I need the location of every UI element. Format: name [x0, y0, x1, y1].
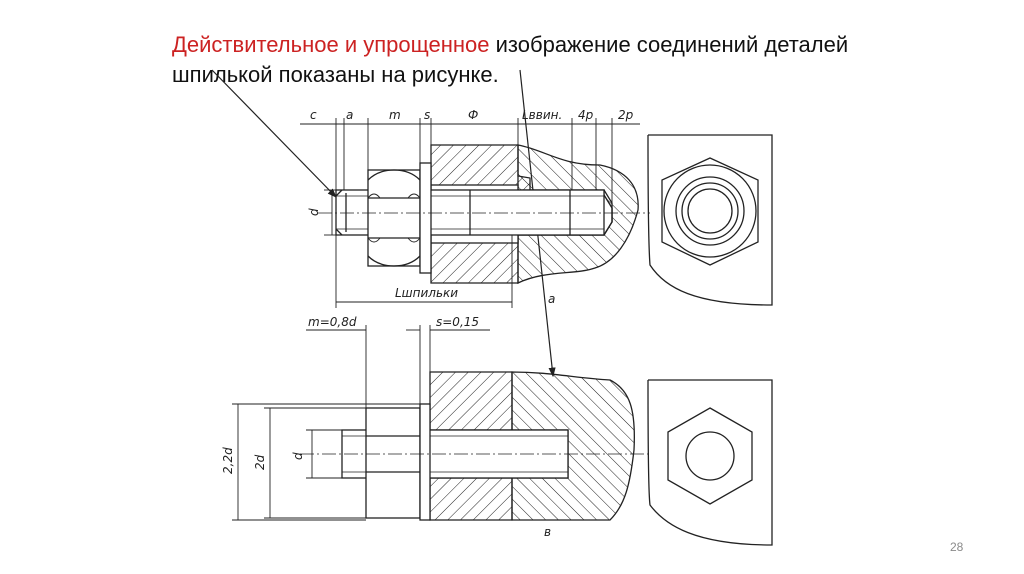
slide-title: Действительное и упрощенное изображение … [172, 30, 892, 90]
title-highlight: Действительное и упрощенное [172, 32, 490, 57]
label-s: s [424, 108, 430, 122]
washer [419, 162, 432, 274]
simplified-nut [365, 407, 421, 519]
label-m-formula: m=0,8d [308, 315, 357, 329]
nut [367, 169, 421, 267]
title-text: изображение соединений деталей шпилькой … [172, 32, 849, 87]
top-drawing [300, 118, 773, 308]
label-d-top: d [307, 208, 321, 216]
label-a: a [346, 108, 353, 122]
label-phi: Ф [468, 108, 478, 122]
label-4p: 4p [578, 108, 594, 122]
top-dimensions [300, 118, 640, 308]
label-c: c [310, 108, 317, 122]
caption-v: в [544, 525, 551, 539]
label-2-2d: 2,2d [221, 447, 235, 474]
bottom-drawing [232, 325, 773, 546]
simplified-washer [419, 403, 431, 521]
label-m: m [389, 108, 401, 122]
top-view-real [647, 134, 773, 306]
top-labels: c a m s Ф Lввин. 4p 2p d Lшпильки а [307, 108, 634, 306]
page-number: 28 [950, 540, 964, 554]
base-part-section [517, 144, 639, 285]
label-s-formula: s=0,15 [436, 315, 479, 329]
caption-a: а [548, 292, 555, 306]
label-l-stud: Lшпильки [395, 286, 458, 300]
simplified-base-part [511, 371, 636, 521]
label-2p: 2p [618, 108, 634, 122]
label-2d: 2d [253, 454, 267, 470]
label-l-vvin: Lввин. [522, 108, 562, 122]
bottom-labels: m=0,8d s=0,15 2,2d 2d d в [221, 315, 551, 539]
bottom-dimensions [232, 325, 490, 521]
top-view-simplified [647, 379, 773, 546]
label-d-bottom: d [291, 452, 305, 460]
